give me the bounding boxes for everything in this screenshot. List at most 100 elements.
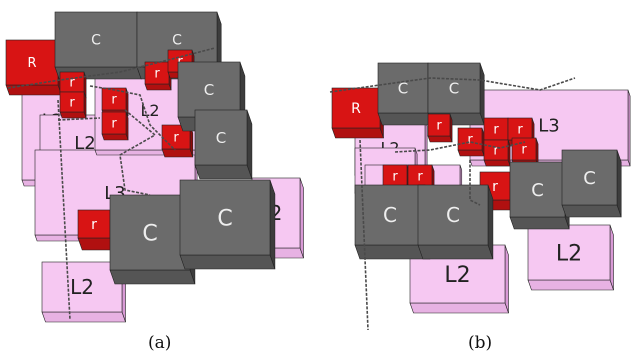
a-red-r5-top (101, 87, 127, 111)
b-gray-C5-label: C (531, 180, 544, 201)
a-gray-C4-top (194, 109, 248, 166)
a-red-r3: r (144, 61, 172, 91)
a-red-r6-label: r (111, 117, 117, 132)
a-gray-C4-label: C (216, 129, 226, 147)
b-gray-C3-top (354, 184, 426, 246)
b-route-2 (359, 139, 369, 331)
b-gray-C6-label: C (583, 168, 596, 189)
b-gray-C1: C (377, 62, 433, 126)
b-gray-C4-top (417, 184, 489, 246)
b-pink-l2-bottom-front (409, 302, 509, 314)
b-pink-l2-bottom-side (504, 244, 509, 314)
a-gray-C2-label: C (172, 33, 182, 49)
a-red-r7-front (161, 148, 194, 158)
a-red-r2-label: r (69, 96, 75, 111)
b-red-r7-label: r (392, 170, 398, 185)
b-red-r5-label: r (493, 144, 499, 159)
a-red-R-label: R (27, 56, 36, 71)
b-route-4 (469, 160, 481, 206)
a-red-r7: r (161, 124, 194, 158)
a-gray-C6-side (269, 179, 276, 270)
b-red-r2-front (457, 149, 485, 157)
a-red-r6-top (101, 111, 127, 135)
a-red-r2-top (59, 91, 85, 113)
b-red-R: R (331, 87, 384, 139)
b-route-1 (329, 77, 576, 93)
a-gray-C5-top (109, 194, 191, 271)
b-gray-C2-top (427, 62, 481, 114)
b-red-r4-label: r (517, 123, 523, 138)
a-red-r1-label: r (69, 76, 75, 91)
b-red-r3-label: r (493, 123, 499, 138)
a-route-4 (89, 85, 176, 151)
b-pink-l2-right-front (527, 279, 614, 291)
a-pink-l2-bottom-label: L2 (70, 275, 94, 299)
a-red-r2-front (59, 111, 87, 119)
a-gray-C1-label: C (91, 33, 101, 49)
a-pink-2-right-side (299, 177, 304, 259)
a-gray-C4-front (194, 164, 253, 180)
a-gray-C1-top (54, 11, 138, 68)
a-red-r5-label: r (111, 93, 117, 108)
b-red-r9-label: r (492, 179, 498, 195)
a-pink-l2-bottom-top (41, 261, 123, 313)
b-pink-l2-right-label: L2 (556, 241, 582, 266)
a-route-2 (57, 99, 71, 321)
a-red-r8-label: r (91, 217, 97, 233)
b-gray-C3-label: C (383, 203, 397, 227)
b-gray-C2-label: C (449, 79, 459, 97)
a-route-1 (7, 47, 216, 89)
panel-b-caption: (b) (468, 333, 493, 353)
b-red-R-top (331, 87, 381, 129)
b-gray-C4: C (417, 184, 494, 260)
b-red-r1: r (427, 113, 453, 143)
b-pink-l2-right-side (609, 224, 614, 291)
b-red-r5-top (483, 139, 509, 161)
a-pink-l2-top-label: L2 (140, 101, 159, 120)
b-red-r6-label: r (521, 143, 527, 158)
a-gray-C6-label: C (217, 206, 232, 231)
a-pink-l2-mid-label: L2 (74, 133, 95, 154)
b-gray-C4-front (417, 244, 494, 260)
a-gray-C3-label: C (204, 81, 214, 99)
b-gray-C5: C (509, 161, 570, 230)
b-gray-C5-front (509, 216, 570, 230)
panel-a-caption: (a) (148, 333, 172, 353)
a-gray-C6: C (179, 179, 276, 270)
a-gray-C5-label: C (142, 221, 157, 246)
b-red-r1-top (427, 113, 451, 137)
a-gray-C4: C (194, 109, 253, 180)
b-gray-C5-top (509, 161, 566, 218)
a-gray-C3-top (177, 61, 241, 118)
b-pink-l2-right-top (527, 224, 611, 281)
a-red-r2: r (59, 91, 87, 119)
a-red-r6: r (101, 111, 129, 141)
b-red-r2-top (457, 127, 483, 151)
a-gray-C6-top (179, 179, 271, 256)
b-pink-l3-b-label: L3 (538, 115, 559, 136)
b-gray-C6-front (561, 204, 622, 218)
a-red-r8-front (77, 237, 115, 251)
a-red-r3-label: r (154, 67, 160, 82)
b-gray-C6: C (561, 149, 622, 218)
b-gray-C1-top (377, 62, 429, 114)
b-pink-l2-right: L2 (527, 224, 614, 291)
b-red-r2: r (457, 127, 485, 157)
a-red-r6-front (101, 133, 129, 141)
a-red-r7-label: r (173, 131, 179, 146)
a-gray-C1: C (54, 11, 142, 80)
panel-a-layout: L2L2L3L2L22RCCrrrrrrrCCrCC (5, 11, 304, 323)
b-red-r2-label: r (467, 133, 473, 148)
b-red-r5: r (483, 139, 511, 167)
b-red-r6-top (511, 137, 537, 161)
b-gray-C4-label: C (446, 203, 460, 227)
a-route-3 (119, 109, 157, 196)
b-pink-l2-bottom-label: L2 (444, 263, 470, 288)
b-pink-l3-b-side (627, 89, 631, 167)
panel-b-layout: L2L3L3L2L2RCCrrrrrrrrrCCCC (329, 62, 631, 331)
a-red-r8: r (77, 209, 115, 251)
b-gray-C6-top (561, 149, 618, 206)
b-red-r8-label: r (417, 170, 423, 185)
b-red-R-front (331, 127, 384, 139)
